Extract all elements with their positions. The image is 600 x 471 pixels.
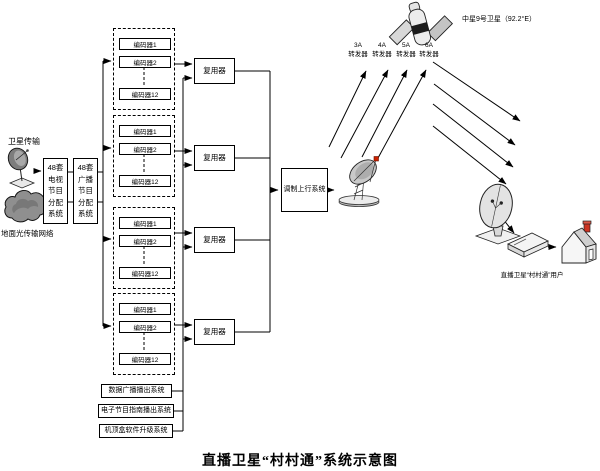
satellite-icon — [388, 1, 454, 46]
transponder-label-4a: 4A 转发器 — [372, 42, 392, 58]
encoder-box: 编码器12 — [119, 175, 171, 187]
receive-dish-icon — [474, 183, 522, 245]
encoder-box: 编码器12 — [119, 88, 171, 100]
diagram-title: 直播卫星“村村通”系统示意图 — [202, 454, 398, 469]
encoder-group-3: 编码器1 编码器2 编码器12 — [113, 207, 175, 289]
stb-upgrade-system-box: 机顶盒软件升级系统 — [99, 424, 173, 438]
transponder-label-6a: 6A 转发器 — [419, 42, 439, 58]
user-label: 直播卫星“村村通”用户 — [500, 272, 564, 279]
encoder-box: 编码器2 — [119, 56, 171, 68]
multiplexer-box-2: 复用器 — [194, 145, 235, 171]
transponder-label-3a: 3A 转发器 — [348, 42, 368, 58]
epg-system-box: 电子节目指南播出系统 — [98, 404, 174, 418]
encoder-box: 编码器12 — [119, 353, 171, 365]
source-feed-lines — [33, 58, 112, 329]
multiplexer-box-3: 复用器 — [194, 227, 235, 253]
mux-output-lines — [235, 70, 335, 333]
house-icon — [561, 220, 597, 264]
satellite-name-label: 中星9号卫星（92.2°E） — [462, 16, 536, 23]
encoder-box: 编码器1 — [119, 125, 171, 137]
encoder-box: 编码器1 — [119, 38, 171, 50]
satellite-transmission-label: 卫星传输 — [8, 137, 40, 146]
uplink-dish-icon — [338, 156, 380, 207]
modulation-uplink-box: 调制上行系统 — [281, 168, 328, 212]
satellite-dish-small-icon — [7, 147, 36, 189]
encoder-group-4: 编码器1 编码器2 编码器12 — [113, 293, 175, 375]
radio-distribution-box: 48套 广播 节目 分配 系统 — [73, 158, 98, 224]
cloud-icon — [4, 189, 47, 223]
encoder-box: 编码器12 — [119, 267, 171, 279]
encoder-group-1: 编码器1 编码器2 编码器12 — [113, 28, 175, 110]
multiplexer-box-1: 复用器 — [194, 58, 235, 84]
mux-input-lines — [172, 61, 193, 432]
encoder-box: 编码器2 — [119, 235, 171, 247]
encoder-group-2: 编码器1 编码器2 编码器12 — [113, 115, 175, 197]
ground-network-label: 地面光传输网络 — [1, 229, 54, 238]
data-broadcast-system-box: 数据广播播出系统 — [101, 384, 172, 398]
tv-distribution-box: 48套 电视 节目 分配 系统 — [43, 158, 68, 224]
encoder-box: 编码器1 — [119, 303, 171, 315]
multiplexer-box-4: 复用器 — [194, 319, 235, 345]
encoder-box: 编码器2 — [119, 321, 171, 333]
uplink-arrows — [328, 69, 427, 159]
encoder-box: 编码器2 — [119, 143, 171, 155]
encoder-box: 编码器1 — [119, 217, 171, 229]
set-top-box-icon — [507, 232, 549, 258]
downlink-arrows — [432, 61, 521, 185]
transponder-label-5a: 5A 转发器 — [396, 42, 416, 58]
